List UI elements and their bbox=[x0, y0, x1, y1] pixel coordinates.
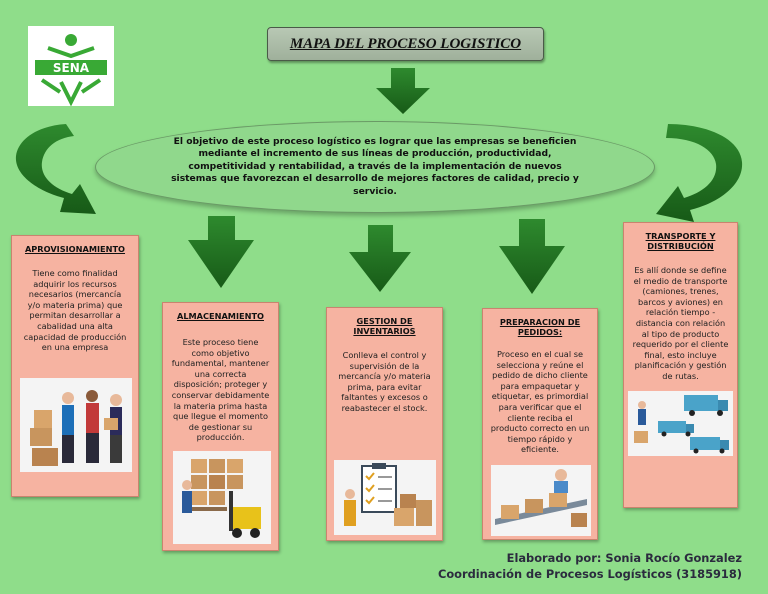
checklist-inventory-illustration bbox=[334, 460, 436, 535]
objective-ellipse: El objetivo de este proceso logístico es… bbox=[95, 121, 655, 213]
stage-heading: GESTION DE INVENTARIOS bbox=[353, 316, 416, 336]
stage-heading: APROVISIONAMIENTO bbox=[24, 244, 126, 254]
delivery-trucks-illustration bbox=[628, 391, 733, 456]
stage-heading: ALMACENAMIENTO bbox=[176, 311, 264, 321]
stage-aprovisionamiento: APROVISIONAMIENTO Tiene como finalidad a… bbox=[11, 235, 139, 497]
stage-gestion-inventarios: GESTION DE INVENTARIOS Conlleva el contr… bbox=[326, 307, 443, 541]
page-title: MAPA DEL PROCESO LOGISTICO bbox=[267, 27, 544, 61]
stage-almacenamiento: ALMACENAMIENTO Este proceso tiene como o… bbox=[162, 302, 279, 551]
objective-text: El objetivo de este proceso logístico es… bbox=[171, 135, 579, 197]
almacenamiento-down-arrow bbox=[188, 216, 254, 288]
stage-transporte-distribucion: TRANSPORTE Y DISTRIBUCIÓN Es allí donde … bbox=[623, 222, 738, 508]
workers-boxes-illustration bbox=[20, 378, 132, 472]
left-curved-arrow bbox=[15, 124, 97, 214]
inventarios-down-arrow bbox=[349, 225, 411, 292]
page-title-text: MAPA DEL PROCESO LOGISTICO bbox=[289, 35, 522, 52]
title-down-arrow bbox=[376, 68, 430, 114]
stage-preparacion-pedidos: PREPARACION DE PEDIDOS: Proceso en el cu… bbox=[482, 308, 598, 540]
stage-description: Conlleva el control y supervisión de la … bbox=[338, 350, 431, 413]
right-curved-arrow bbox=[656, 124, 743, 222]
stage-description: Es allí donde se define el medio de tran… bbox=[632, 265, 729, 381]
credits-author: Elaborado por: Sonia Rocío Gonzalez bbox=[506, 551, 742, 565]
stage-heading: PREPARACION DE PEDIDOS: bbox=[499, 317, 581, 337]
stage-description: Tiene como finalidad adquirir los recurs… bbox=[23, 268, 127, 353]
packing-conveyor-illustration bbox=[491, 465, 591, 536]
stage-heading: TRANSPORTE Y DISTRIBUCIÓN bbox=[645, 231, 716, 251]
credits-role: Coordinación de Procesos Logísticos (318… bbox=[438, 567, 742, 581]
logo-text: SENA bbox=[53, 61, 90, 75]
sena-logo: SENA bbox=[28, 26, 114, 106]
stage-description: Este proceso tiene como objetivo fundame… bbox=[171, 337, 270, 443]
credits: Elaborado por: Sonia Rocío Gonzalez Coor… bbox=[438, 550, 742, 582]
pedidos-down-arrow bbox=[499, 219, 565, 294]
stage-description: Proceso en el cual se selecciona y reúne… bbox=[490, 349, 590, 455]
forklift-warehouse-illustration bbox=[173, 451, 271, 544]
